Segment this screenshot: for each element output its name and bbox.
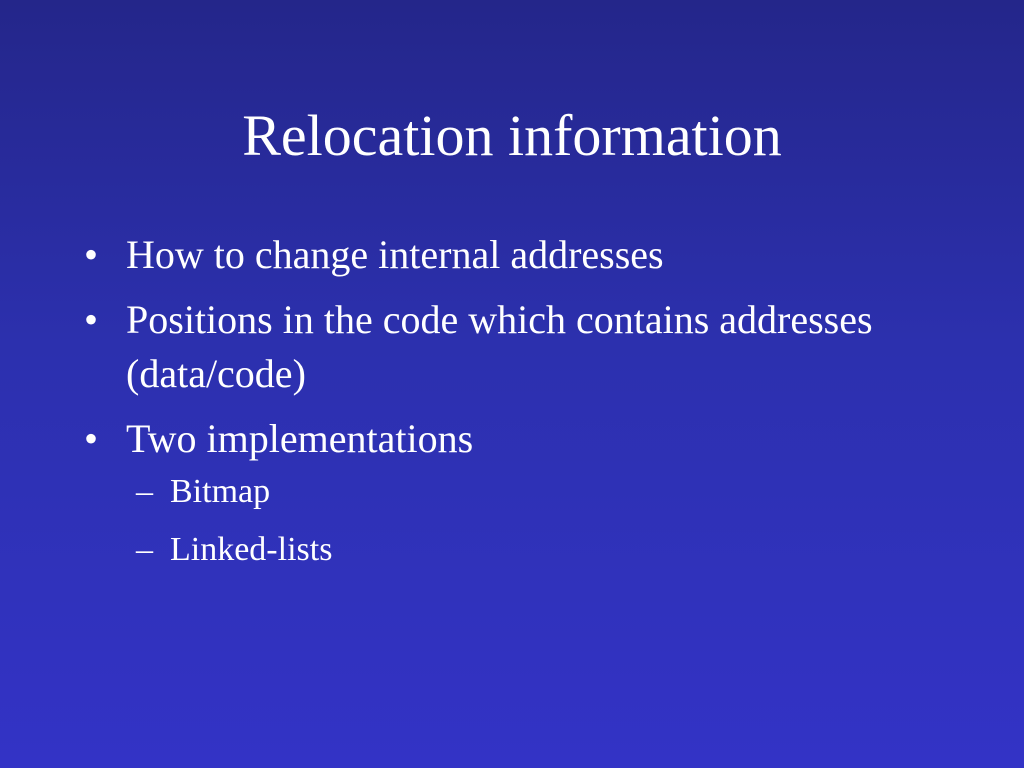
bullet-marker: • — [84, 232, 99, 277]
bullet-item: • Positions in the code which contains a… — [84, 293, 964, 401]
sub-bullet-item: – Linked-lists — [126, 527, 964, 573]
slide-title: Relocation information — [242, 103, 782, 168]
sub-bullet-text: Linked-lists — [170, 531, 333, 568]
bullet-item: • Two implementations – Bitmap – Linked-… — [84, 412, 964, 573]
sub-bullet-marker: – — [136, 531, 153, 568]
bullet-text: How to change internal addresses — [126, 232, 664, 277]
sub-bullet-text: Bitmap — [170, 473, 271, 510]
bullet-text: Positions in the code which contains add… — [126, 297, 873, 396]
bullet-marker: • — [84, 297, 99, 342]
sub-bullet-marker: – — [136, 473, 153, 510]
bullet-text: Two implementations — [126, 416, 474, 461]
sub-bullet-item: – Bitmap — [126, 469, 964, 515]
bullet-marker: • — [84, 416, 99, 461]
bullet-item: • How to change internal addresses — [84, 228, 964, 282]
sub-bullet-list: – Bitmap – Linked-lists — [126, 469, 964, 573]
bullet-list: • How to change internal addresses • Pos… — [84, 228, 964, 585]
